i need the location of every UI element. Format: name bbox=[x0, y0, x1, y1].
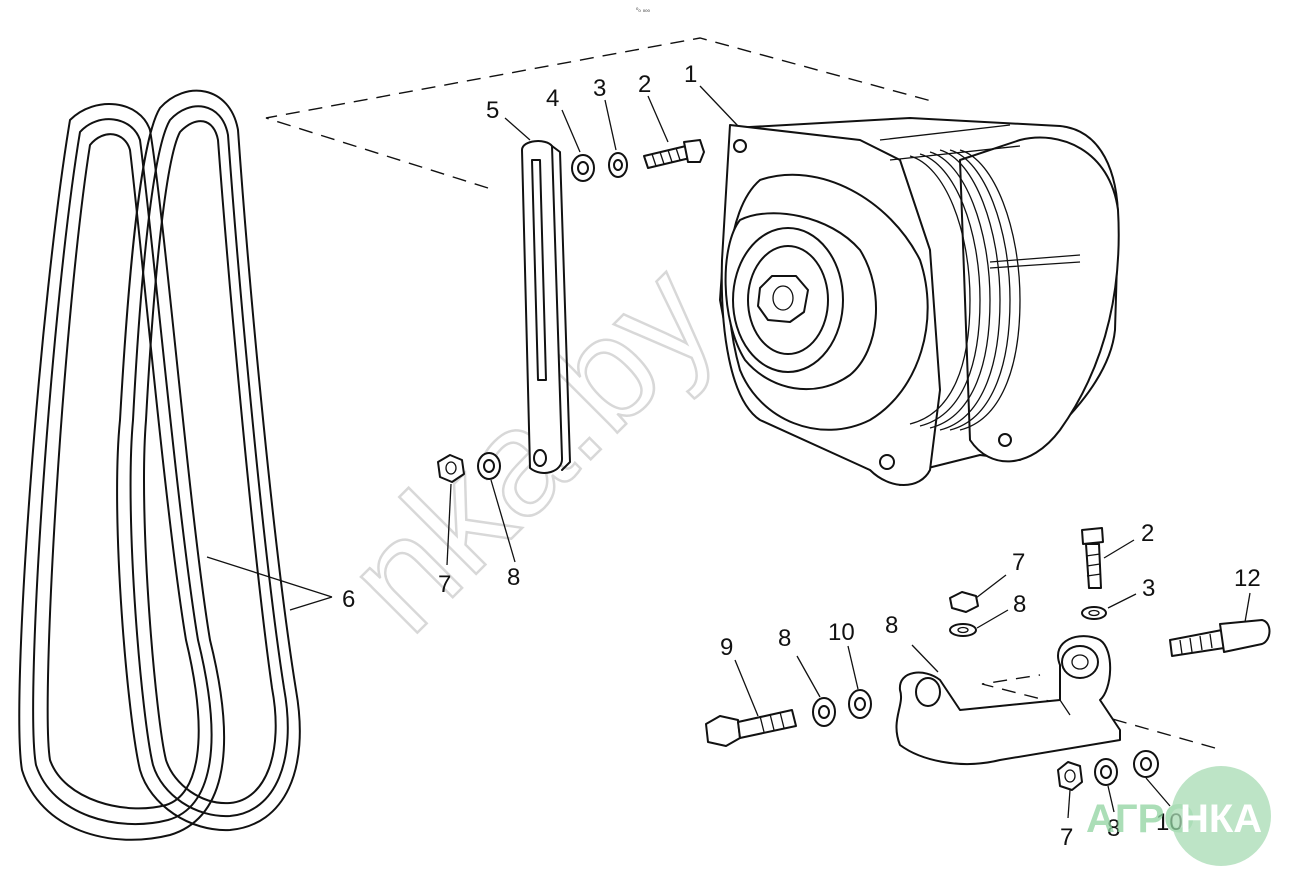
leader-6b bbox=[289, 596, 333, 611]
adjusting-bolt bbox=[1169, 619, 1271, 657]
mounting-plane-upper bbox=[265, 37, 936, 189]
spring-washer-lower-right bbox=[1081, 606, 1107, 620]
adjusting-strap bbox=[521, 140, 571, 474]
callout-10a: 10 bbox=[828, 619, 855, 646]
spring-washer-bottom bbox=[1094, 758, 1118, 786]
tensioner-bracket bbox=[895, 635, 1121, 766]
leader-9 bbox=[734, 659, 759, 717]
callout-3a: 3 bbox=[593, 75, 606, 102]
logo-text-left: АГРО bbox=[1086, 797, 1195, 841]
bolt-upper bbox=[643, 139, 705, 169]
logo-text-right: НКА bbox=[1180, 797, 1262, 841]
callout-8c: 8 bbox=[778, 625, 791, 652]
callout-3b: 3 bbox=[1142, 575, 1155, 602]
callout-2a: 2 bbox=[638, 71, 651, 98]
leader-3a bbox=[604, 99, 617, 151]
leader-10a bbox=[847, 645, 859, 690]
callout-9: 9 bbox=[720, 634, 733, 661]
callout-8b: 8 bbox=[1013, 591, 1026, 618]
leader-2b bbox=[1103, 539, 1135, 559]
callout-8d: 8 bbox=[1107, 815, 1120, 842]
leader-8b bbox=[976, 609, 1009, 629]
flat-washer-bolt bbox=[848, 689, 872, 719]
callout-11: 8 bbox=[885, 612, 898, 639]
spring-washer bbox=[608, 152, 628, 178]
callout-12: 12 bbox=[1234, 565, 1261, 592]
callout-2b: 2 bbox=[1141, 520, 1154, 547]
callout-8a: 8 bbox=[507, 564, 520, 591]
callout-4: 4 bbox=[546, 85, 559, 112]
leader-7c bbox=[1067, 789, 1071, 819]
spring-washer-bolt bbox=[812, 697, 836, 727]
callout-5: 5 bbox=[486, 97, 499, 124]
nut-lower-middle bbox=[949, 591, 979, 613]
bolt-long bbox=[705, 709, 797, 747]
header-mark: ⁰₀ ₀₀₀ bbox=[636, 7, 651, 14]
leader-2a bbox=[647, 95, 669, 143]
v-belt bbox=[18, 89, 301, 841]
mounting-plane-lower bbox=[981, 674, 1216, 749]
leader-12 bbox=[1244, 592, 1251, 623]
nut-upper-left bbox=[437, 454, 465, 483]
leader-7a bbox=[446, 483, 452, 566]
callout-7b: 7 bbox=[1012, 549, 1025, 576]
flat-washer-bottom bbox=[1133, 750, 1159, 778]
spring-washer-upper-left bbox=[477, 452, 501, 480]
flat-washer bbox=[571, 154, 595, 182]
agronka-logo: АГРО НКА bbox=[1086, 766, 1271, 866]
spring-washer-lower-middle bbox=[949, 623, 977, 637]
callout-7a: 7 bbox=[438, 571, 451, 598]
callout-1: 1 bbox=[684, 61, 697, 88]
leader-4 bbox=[561, 109, 581, 153]
leader-3b bbox=[1107, 593, 1137, 609]
leader-8d bbox=[1107, 785, 1115, 813]
leader-1 bbox=[699, 85, 739, 127]
callout-6: 6 bbox=[342, 586, 355, 613]
nut-bottom bbox=[1057, 761, 1083, 791]
leader-8a bbox=[490, 479, 516, 563]
leader-5 bbox=[504, 117, 531, 141]
leader-11 bbox=[911, 644, 939, 673]
leader-6a bbox=[206, 556, 333, 598]
callout-7c: 7 bbox=[1060, 824, 1073, 851]
leader-10b bbox=[1145, 777, 1171, 807]
leader-7b bbox=[975, 574, 1007, 599]
leader-8c bbox=[796, 655, 821, 698]
alternator bbox=[719, 117, 1120, 486]
bolt-lower-vertical bbox=[1081, 527, 1104, 589]
